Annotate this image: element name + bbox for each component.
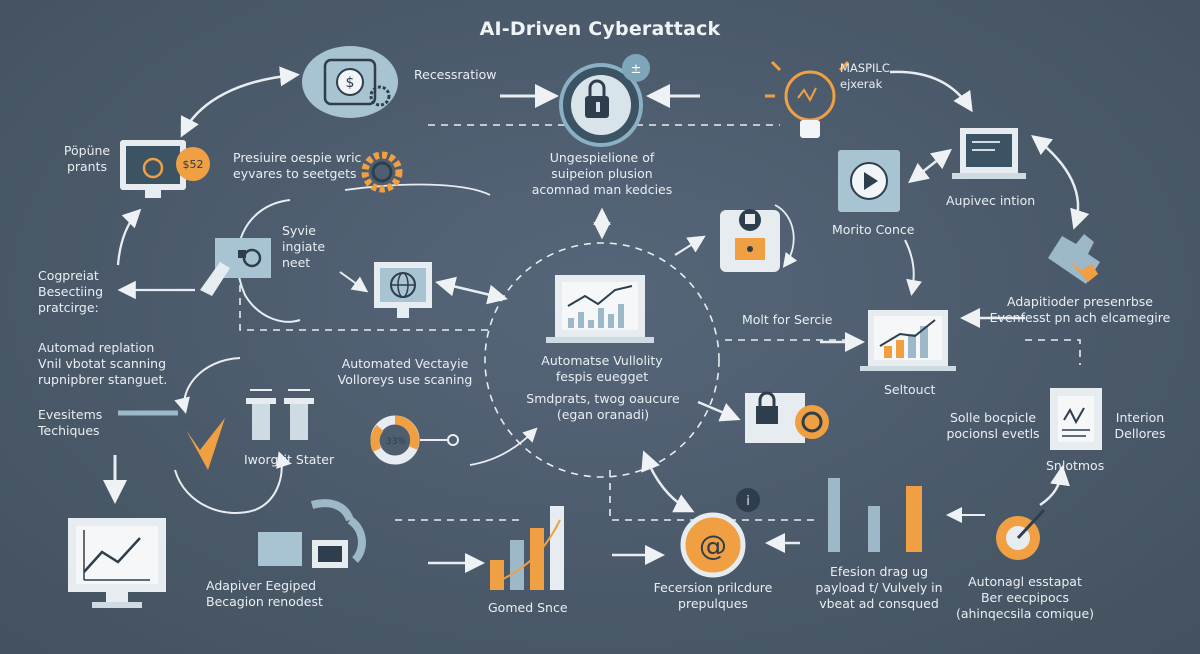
label-auspivec: Aupivec intion [946,193,1036,208]
chart-laptop-icon [860,310,956,371]
diagram-title: AI-Driven Cyberattack [479,18,721,40]
bar-chart-icon [490,506,564,590]
label-snlotmos: Snlotmos [1046,458,1105,473]
label-adaptive-presence: Adapitioder presenrbse Evenfesst pn ach … [989,294,1171,325]
label-cogpreiat: Cogpreiat Besectiing pratcirge: [38,268,104,315]
monitor-sun-icon: $52 [120,140,210,198]
label-smdprats: Smdprats, twog oaucure (egan oranadi) [526,391,680,422]
lock-shield-icon [745,391,829,443]
svg-text:@: @ [699,529,727,562]
label-reconnaissance: Recessratiow [414,67,497,82]
lock-shield-icon [720,209,780,272]
label-interion: Interion Dellores [1114,410,1166,441]
gear-cluster-icon: $ [302,46,398,118]
label-popular-prants: Pöpüne prants [63,143,111,174]
label-events: Evesitems Techiques [38,407,103,438]
gear-icon [361,151,403,193]
central-dashed-ring [484,242,720,478]
label-monito: Morito Conce [832,222,915,237]
hand-pointer-icon [200,238,271,296]
label-iworgrit: Iworgrit Stater [244,452,335,467]
label-solle: Solle bocpicle pocionsl evetls [946,410,1040,441]
svg-text:i: i [746,494,750,509]
target-icon [996,508,1046,560]
chart-laptop-icon [546,275,654,343]
document-icon [1050,388,1102,450]
label-efesion: Efesion drag ug payload t/ Vulvely in vb… [815,564,943,611]
label-auto-vulnity: Automatse Vullolity fespis euegget [541,353,663,384]
bar-chart-icon [828,478,922,552]
label-gomed: Gomed Snce [488,600,568,615]
play-icon [838,150,900,212]
label-molt-for: Molt for Sercie [742,312,833,327]
label-ungespl: Ungespielione of suipeion plusion acomna… [531,150,673,197]
label-adapiver: Adapiver Eegiped Becagion renodest [206,578,323,609]
svg-text:±: ± [631,62,642,77]
puzzle-icon [1048,234,1100,284]
donut-chart-icon [370,415,420,465]
label-fecersion: Fecersion prilcdure prepulques [653,580,773,611]
label-pressure: Presiuire oespie wric eyvares to seetget… [233,150,362,181]
padlock-icon: ± [559,54,650,147]
label-auto-vectay: Automated Vectayie Volloreys use scaning [337,356,473,387]
globe-monitor-icon [374,262,432,318]
laptop-document-icon [952,128,1026,179]
media-card-icon [258,499,366,568]
label-selitouct: Seltouct [884,382,936,397]
funnel-icon [246,389,314,440]
checkmark-icon [186,418,225,470]
label-syvie: Syvie ingiate neet [282,223,326,270]
at-sign-icon: @ i [680,488,760,578]
svg-text:$52: $52 [183,158,204,171]
label-autonagl: Autonagl esstapat Ber eecpipocs (ahinqec… [955,574,1095,621]
label-percent: 33% [386,437,407,447]
label-masplc: MASPILC ejxerak [840,61,890,91]
lightbulb-icon [765,60,850,138]
svg-text:$: $ [346,75,355,91]
line-chart-monitor-icon [68,518,166,608]
label-automated-replation: Automad replation Vnil vbotat scanning r… [38,340,168,387]
